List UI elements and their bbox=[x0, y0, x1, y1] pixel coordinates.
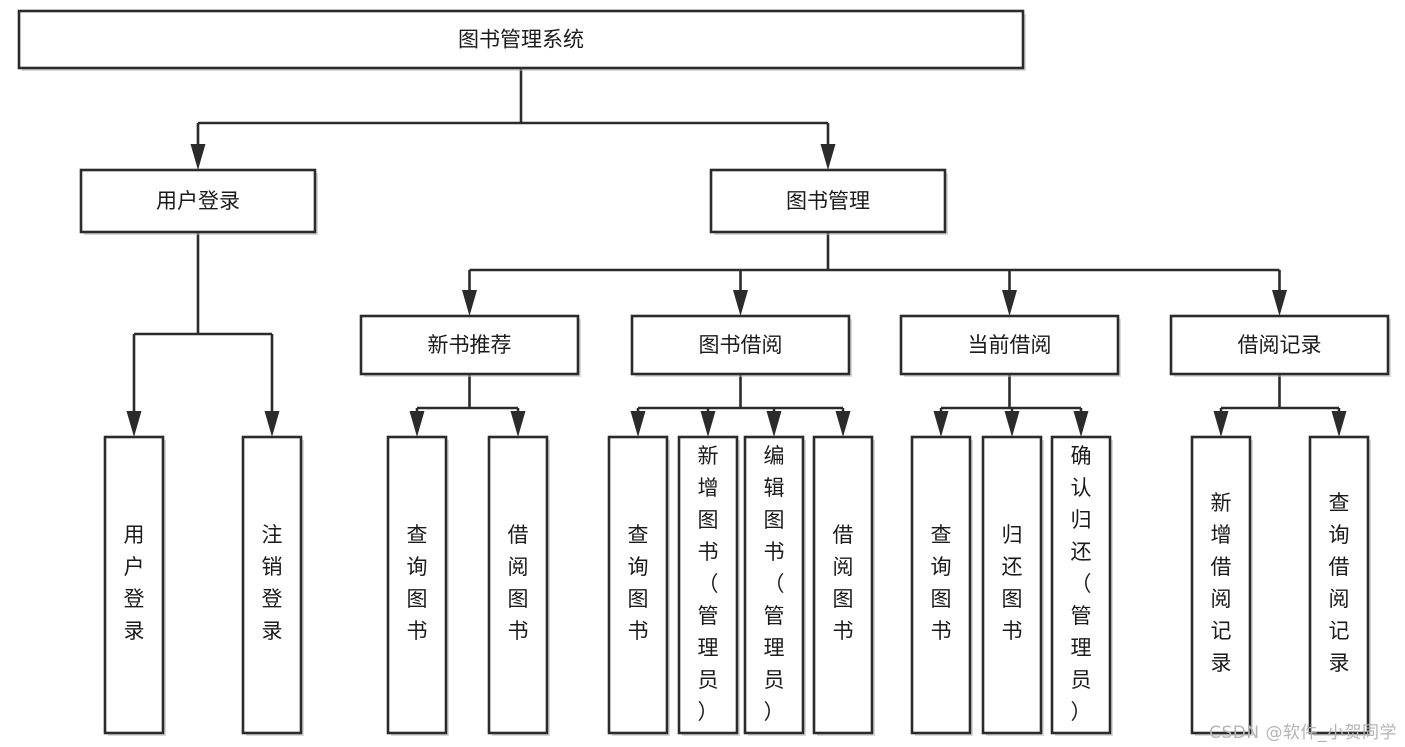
node-leaf-query-book-3[interactable]: 查询图书 bbox=[910, 435, 973, 736]
arrow-head-icon bbox=[409, 411, 425, 437]
node-rect[interactable] bbox=[1169, 314, 1390, 376]
node-label: 图书借阅 bbox=[699, 333, 783, 357]
node-current-borrow[interactable]: 当前借阅 bbox=[899, 314, 1121, 377]
node-rect[interactable] bbox=[1190, 435, 1252, 735]
node-borrow-record[interactable]: 借阅记录 bbox=[1169, 314, 1391, 377]
node-label: 当前借阅 bbox=[968, 333, 1052, 357]
node-rect[interactable] bbox=[630, 314, 851, 376]
node-label: 用户登录 bbox=[124, 523, 145, 643]
node-rect[interactable] bbox=[103, 435, 165, 735]
connector-layer bbox=[126, 68, 1347, 437]
arrow-head-icon bbox=[1331, 411, 1347, 437]
node-label: 编辑图书（管理员） bbox=[764, 444, 785, 724]
node-rect[interactable] bbox=[607, 435, 669, 735]
node-rect[interactable] bbox=[910, 435, 972, 735]
arrow-head-icon bbox=[630, 411, 646, 437]
arrow-head-icon bbox=[820, 144, 836, 170]
node-label: 用户登录 bbox=[156, 189, 240, 213]
arrow-head-icon bbox=[1213, 411, 1229, 437]
arrow-head-icon bbox=[1002, 290, 1017, 316]
node-label: 查询图书 bbox=[628, 523, 649, 643]
arrow-head-icon bbox=[766, 411, 782, 437]
node-label: 查询图书 bbox=[407, 523, 428, 643]
node-new-book-rec[interactable]: 新书推荐 bbox=[359, 314, 581, 377]
arrow-head-icon bbox=[1272, 290, 1287, 316]
node-rect[interactable] bbox=[812, 435, 874, 735]
node-book-borrow[interactable]: 图书借阅 bbox=[630, 314, 852, 377]
node-leaf-edit-book-admin[interactable]: 编辑图书（管理员） bbox=[743, 435, 806, 736]
node-rect[interactable] bbox=[386, 435, 448, 735]
arrow-head-icon bbox=[733, 290, 748, 316]
node-leaf-return-book[interactable]: 归还图书 bbox=[981, 435, 1044, 736]
node-label: 确认归还（管理员） bbox=[1071, 444, 1092, 724]
node-label: 归还图书 bbox=[1002, 523, 1023, 643]
node-root[interactable]: 图书管理系统 bbox=[17, 9, 1026, 71]
node-label: 新增借阅记录 bbox=[1211, 491, 1232, 675]
node-label: 注销登录 bbox=[262, 523, 283, 643]
node-rect[interactable] bbox=[677, 435, 739, 735]
node-leaf-query-book-1[interactable]: 查询图书 bbox=[386, 435, 449, 736]
node-leaf-borrow-book-1[interactable]: 借阅图书 bbox=[487, 435, 550, 736]
node-layer: 图书管理系统用户登录图书管理新书推荐图书借阅当前借阅借阅记录用户登录注销登录查询… bbox=[17, 9, 1391, 736]
node-label: 新书推荐 bbox=[428, 333, 512, 357]
arrow-head-icon bbox=[190, 144, 206, 170]
node-rect[interactable] bbox=[241, 435, 303, 735]
node-rect[interactable] bbox=[981, 435, 1043, 735]
node-rect[interactable] bbox=[79, 168, 317, 234]
arrow-head-icon bbox=[126, 411, 142, 437]
node-rect[interactable] bbox=[1050, 435, 1112, 735]
arrow-head-icon bbox=[933, 411, 949, 437]
node-label: 借阅记录 bbox=[1238, 333, 1322, 357]
node-label: 图书管理 bbox=[786, 189, 870, 213]
node-label: 借阅图书 bbox=[508, 523, 529, 643]
node-label: 新增图书（管理员） bbox=[698, 444, 719, 724]
node-rect[interactable] bbox=[1308, 435, 1370, 735]
arrow-head-icon bbox=[1073, 411, 1089, 437]
node-leaf-query-book-2[interactable]: 查询图书 bbox=[607, 435, 670, 736]
arrow-head-icon bbox=[700, 411, 716, 437]
arrow-head-icon bbox=[462, 290, 477, 316]
node-book-manage[interactable]: 图书管理 bbox=[709, 168, 948, 235]
node-leaf-user-logout[interactable]: 注销登录 bbox=[241, 435, 304, 736]
node-rect[interactable] bbox=[487, 435, 549, 735]
node-rect[interactable] bbox=[899, 314, 1120, 376]
node-leaf-user-login[interactable]: 用户登录 bbox=[103, 435, 166, 736]
node-leaf-add-borrow-record[interactable]: 新增借阅记录 bbox=[1190, 435, 1253, 736]
arrow-head-icon bbox=[264, 411, 280, 437]
arrow-head-icon bbox=[1004, 411, 1020, 437]
arrow-head-icon bbox=[510, 411, 526, 437]
node-rect[interactable] bbox=[17, 9, 1025, 70]
watermark-text: CSDN @软件_小贺同学 bbox=[1209, 723, 1397, 743]
node-user-login[interactable]: 用户登录 bbox=[79, 168, 318, 235]
node-leaf-confirm-return-admin[interactable]: 确认归还（管理员） bbox=[1050, 435, 1113, 736]
node-label: 图书管理系统 bbox=[458, 28, 584, 52]
node-leaf-add-book-admin[interactable]: 新增图书（管理员） bbox=[677, 435, 740, 736]
node-leaf-borrow-book-2[interactable]: 借阅图书 bbox=[812, 435, 875, 736]
node-rect[interactable] bbox=[743, 435, 805, 735]
node-label: 借阅图书 bbox=[833, 523, 854, 643]
node-rect[interactable] bbox=[359, 314, 580, 376]
node-leaf-query-borrow-record[interactable]: 查询借阅记录 bbox=[1308, 435, 1371, 736]
node-label: 查询借阅记录 bbox=[1329, 491, 1350, 675]
node-rect[interactable] bbox=[709, 168, 947, 234]
arrow-head-icon bbox=[835, 411, 851, 437]
node-label: 查询图书 bbox=[931, 523, 952, 643]
